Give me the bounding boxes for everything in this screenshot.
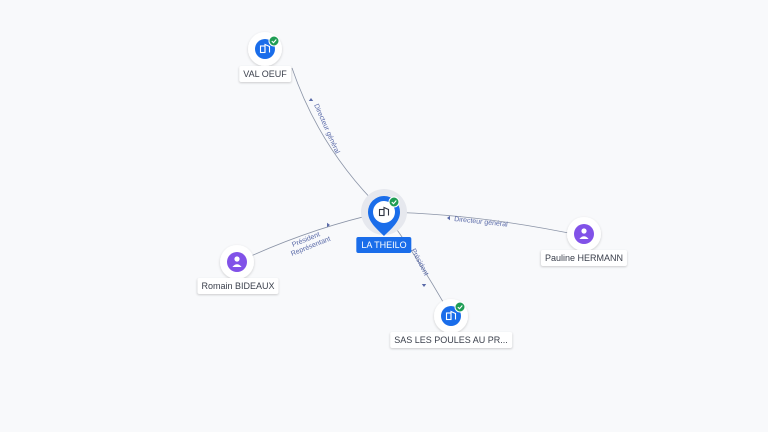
node-romain[interactable] [220,245,254,279]
node-label-romain[interactable]: Romain BIDEAUX [197,278,279,294]
node-label-poules[interactable]: SAS LES POULES AU PR... [390,332,512,348]
edge-pauline[interactable] [383,211,584,237]
node-label-pauline[interactable]: Pauline HERMANN [540,250,628,266]
building-icon [378,206,390,217]
arrow-val-oeuf [308,98,314,101]
node-poules[interactable] [434,299,468,333]
node-val-oeuf[interactable] [248,32,282,66]
arrow-poules [421,284,427,287]
node-label-center[interactable]: LA THEILO [356,237,412,253]
check-icon [271,39,277,44]
edge-label-poules: Président [409,248,429,277]
edge-label-pauline: Directeur général [454,216,509,229]
person-icon [232,256,242,267]
person-icon [579,228,589,239]
edge-label-val-oeuf: Directeur général [312,103,340,155]
edge-val-oeuf[interactable] [291,67,385,213]
building-icon [259,43,271,54]
check-icon [391,200,397,205]
edges [237,67,584,317]
node-center[interactable] [361,189,407,236]
node-label-val-oeuf[interactable]: VAL OEUF [239,66,291,82]
check-icon [457,305,463,310]
arrow-romain [327,222,330,228]
arrow-pauline [447,215,450,221]
edge-arrows [308,98,450,287]
node-pauline[interactable] [567,217,601,251]
building-icon [445,310,457,321]
